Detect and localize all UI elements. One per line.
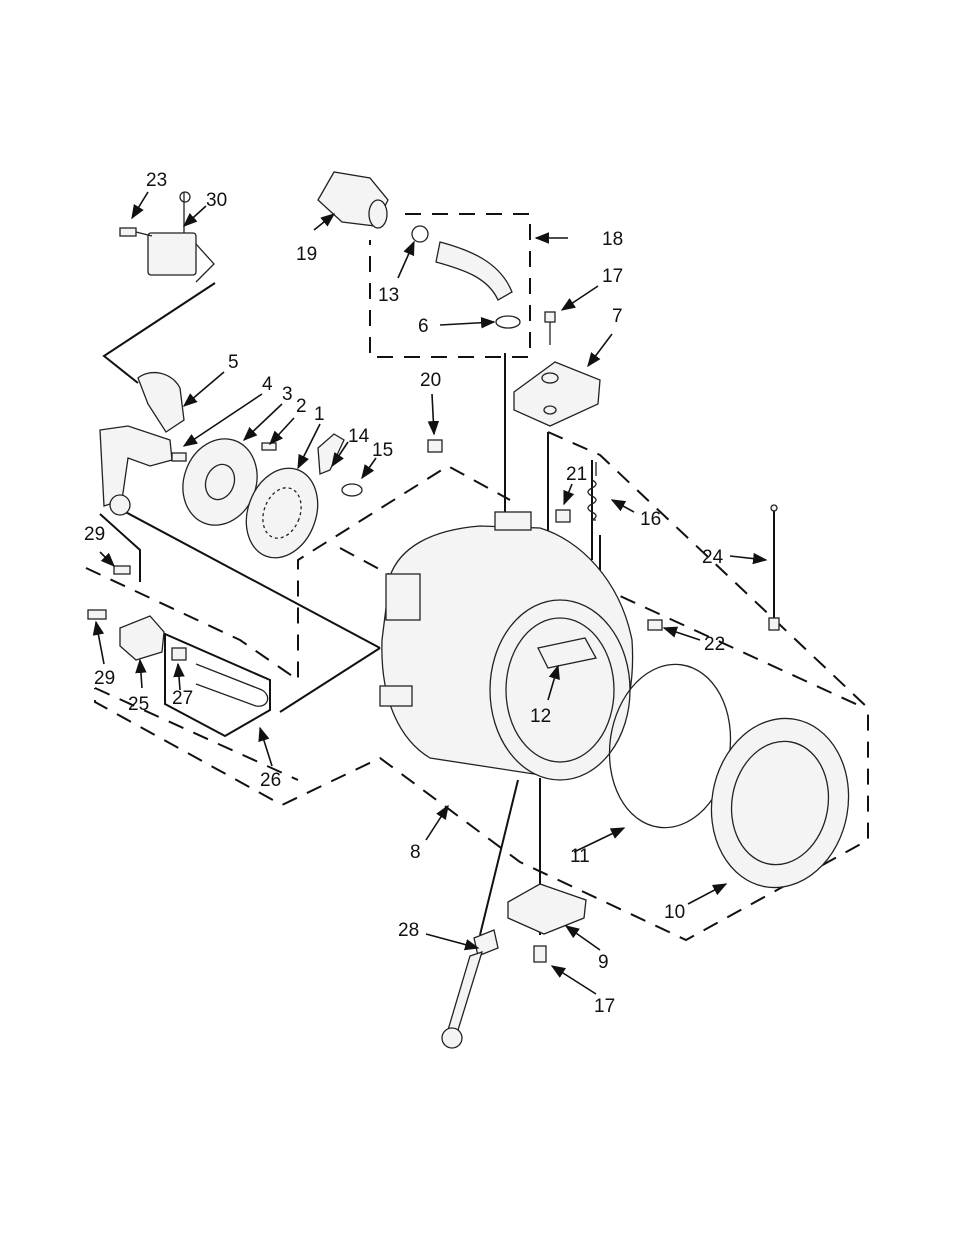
callout-18: 18	[602, 229, 623, 250]
part-22-clip	[648, 620, 662, 630]
part-2-bolt	[262, 443, 276, 450]
part-18-inlet-hose	[436, 242, 512, 300]
callout-6: 6	[418, 316, 429, 337]
part-26-heater	[196, 664, 268, 706]
callout-28: 28	[398, 920, 419, 941]
callout-17-bottom: 17	[594, 996, 615, 1017]
callout-29-lower: 29	[94, 668, 115, 689]
callout-13: 13	[378, 285, 399, 306]
part-28-damper	[442, 930, 498, 1048]
callout-9: 9	[598, 952, 609, 973]
callout-12: 12	[530, 706, 551, 727]
part-20-clip	[428, 440, 442, 452]
callout-17-top: 17	[602, 266, 623, 287]
callout-5: 5	[228, 352, 239, 373]
part-sump-assembly	[100, 426, 172, 515]
part-21-clip	[556, 510, 570, 522]
part-13-clamp	[412, 226, 428, 242]
part-7-weight	[514, 362, 600, 426]
callout-22: 22	[704, 634, 725, 655]
callout-4: 4	[262, 374, 273, 395]
callout-23: 23	[146, 170, 167, 191]
part-29-screw-upper	[114, 566, 130, 574]
callout-7: 7	[612, 306, 623, 327]
callout-8: 8	[410, 842, 421, 863]
callout-30: 30	[206, 190, 227, 211]
part-25-heater-bracket	[120, 616, 164, 660]
callout-26: 26	[260, 770, 281, 791]
part-8-tub	[380, 512, 633, 780]
callout-21: 21	[566, 464, 587, 485]
part-19-tub-inlet	[318, 172, 388, 228]
part-9-weight	[508, 884, 586, 934]
part-6-clamp	[496, 316, 520, 328]
part-4-screw	[172, 453, 186, 461]
callout-2: 2	[296, 396, 307, 417]
callout-27: 27	[172, 688, 193, 709]
callout-29-upper: 29	[84, 524, 105, 545]
part-29-screw-lower	[88, 610, 106, 619]
part-23-screw	[120, 228, 152, 236]
callout-14: 14	[348, 426, 370, 447]
callout-3: 3	[282, 384, 293, 405]
part-17-bottom-bolt	[534, 946, 546, 962]
callout-11: 11	[570, 846, 590, 867]
callout-25: 25	[128, 694, 149, 715]
part-5-drain-hose	[138, 373, 184, 432]
part-30-pressure-switch	[148, 192, 214, 282]
callout-20: 20	[420, 370, 441, 391]
callout-1: 1	[314, 404, 325, 425]
part-15-ring	[342, 484, 362, 496]
part-17-top-bolt	[545, 312, 555, 345]
part-27-sensor	[172, 648, 186, 660]
callout-24: 24	[702, 547, 724, 568]
part-10-tub-front	[698, 707, 861, 898]
callout-16: 16	[640, 509, 661, 530]
callout-19: 19	[296, 244, 317, 265]
callout-10: 10	[664, 902, 685, 923]
callout-15: 15	[372, 440, 393, 461]
